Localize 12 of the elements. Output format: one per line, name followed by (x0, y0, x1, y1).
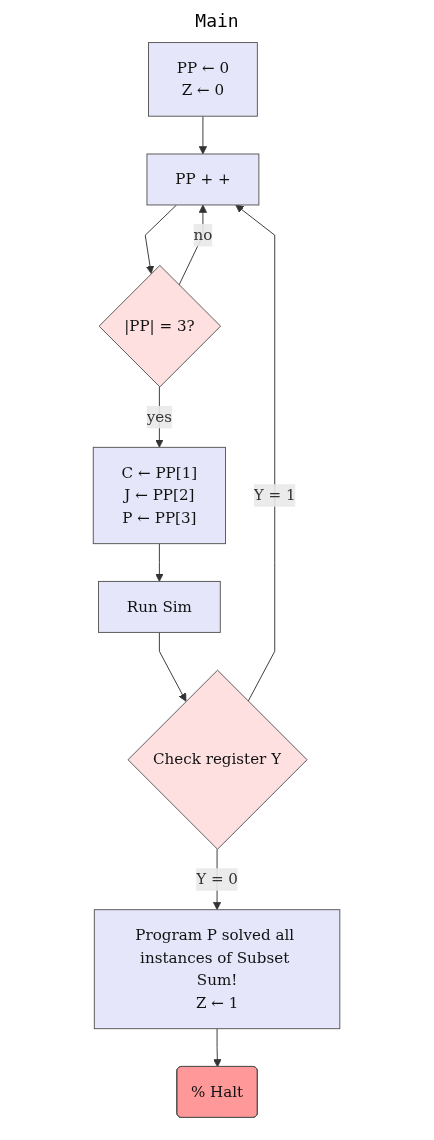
node-box: PP + + (146, 153, 260, 206)
diagram-title: Main (194, 10, 240, 31)
node-box: Program P solved all instances of Subset Sum! Z ← 1 (94, 909, 341, 1030)
edge-label: no (193, 225, 213, 244)
node-diamond: Check register Y (127, 669, 308, 850)
node-box: Run Sim (98, 580, 222, 633)
node-box: C ← PP[1] J ← PP[2] P ← PP[3] (93, 446, 227, 545)
edge-label: Y = 1 (254, 486, 297, 504)
edge-label: Y = 0 (196, 870, 239, 888)
node-diamond: |PP| = 3? (99, 264, 222, 388)
edge-label: yes (147, 407, 173, 426)
node-box: PP ← 0 Z ← 0 (148, 42, 259, 117)
